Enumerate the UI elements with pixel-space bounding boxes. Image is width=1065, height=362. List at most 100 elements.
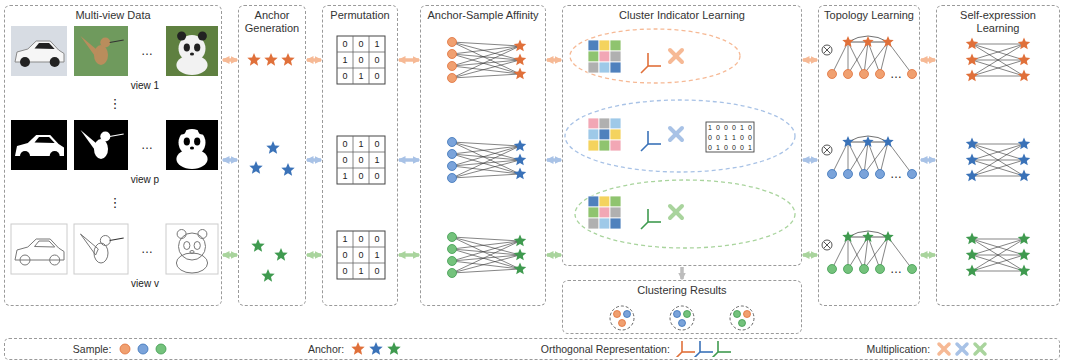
flow-arrow (921, 158, 935, 162)
link-line (369, 36, 370, 84)
sample-dot (844, 170, 853, 179)
decoration-shape (588, 129, 599, 140)
anchor-star (514, 140, 526, 152)
sample-dot (448, 150, 457, 159)
matrix-cell: 1 (374, 251, 379, 260)
permutation-matrix (337, 136, 385, 184)
link-line (972, 160, 1024, 176)
panel-heading: Permutation (323, 6, 397, 22)
decoration-shape (706, 122, 754, 152)
anchor-star (281, 163, 294, 176)
ellipsis-mark: … (141, 243, 153, 255)
decoration-shape (610, 118, 621, 129)
flow-arrow (223, 158, 237, 162)
sample-dot (739, 320, 746, 327)
anchor-star (514, 40, 526, 52)
matrix-cell: 1 (732, 134, 736, 141)
link-line (972, 44, 1024, 76)
anchor-star (266, 141, 279, 154)
sample-dot (120, 344, 130, 354)
legend-text: Anchor: (308, 343, 344, 355)
sample-dot (860, 265, 869, 274)
anchor-star (966, 38, 978, 50)
matrix-cell: 0 (342, 267, 347, 276)
anchor-star (352, 342, 365, 355)
matrix-cell: 0 (748, 124, 752, 131)
sample-dot (860, 170, 869, 179)
ellipsis-mark: ⋮ (109, 97, 122, 110)
link-line (824, 47, 830, 53)
multiplication-cross (670, 206, 682, 218)
decoration-shape (50, 151, 60, 161)
view-image (74, 120, 128, 170)
ellipsis-mark: … (890, 168, 902, 180)
anchor-star (514, 154, 526, 166)
multiplication-cross (957, 344, 967, 354)
link-line (337, 168, 385, 169)
sample-dot (876, 170, 885, 179)
link-line (648, 143, 661, 145)
link-line (972, 44, 1024, 60)
matrix-cell: 0 (342, 251, 347, 260)
anchor-star (966, 249, 978, 261)
sample-dot (876, 70, 885, 79)
matrix-cell: 0 (358, 40, 363, 49)
link-line (452, 42, 520, 46)
cluster-circle (730, 306, 754, 330)
matrix-cell: 1 (342, 235, 347, 244)
link-line (452, 66, 520, 74)
matrix-cell: 1 (358, 267, 363, 276)
decoration-shape (176, 253, 207, 273)
link-line (832, 237, 848, 269)
link-line (337, 263, 385, 264)
flow-arrow (803, 253, 817, 257)
matrix-cell: 1 (708, 124, 712, 131)
link-line (972, 76, 1024, 77)
decoration-shape (822, 145, 832, 155)
matrix-cell: 0 (732, 144, 736, 151)
bird-beak (110, 134, 124, 137)
flow-arrow (803, 158, 817, 162)
link-line (880, 142, 888, 174)
indicator-matrix (588, 196, 621, 229)
flow-arrow (307, 158, 321, 162)
decoration-shape (610, 196, 621, 207)
decoration-shape (194, 138, 200, 146)
anchor-star (1018, 54, 1030, 66)
multiplication-cross (975, 344, 985, 354)
sample-dot (448, 138, 457, 147)
anchor-star (1018, 265, 1030, 277)
decoration-shape (198, 126, 207, 135)
decoration-shape (190, 147, 194, 150)
decoration-shape (198, 230, 207, 239)
link-line (972, 239, 1024, 271)
link-line (452, 255, 520, 273)
link-line (641, 222, 648, 229)
sample-dot (908, 170, 917, 179)
decoration-shape (337, 36, 385, 84)
sample-dot (448, 50, 457, 59)
anchor-star (514, 68, 526, 80)
panel-heading: Topology Learning (819, 6, 919, 22)
link-line (957, 344, 967, 354)
link-line (880, 237, 888, 269)
link-line (699, 341, 701, 352)
sample-dot (156, 344, 166, 354)
matrix-cell: 0 (374, 140, 379, 149)
legend-item: Multiplication: (867, 341, 992, 357)
orthogonal-axes (675, 341, 695, 357)
sample-dot (448, 162, 457, 171)
decoration-shape (588, 140, 599, 151)
link-line (452, 74, 520, 78)
ellipsis-mark: … (141, 139, 153, 151)
link-line (353, 231, 354, 279)
multiplication-node (822, 240, 832, 250)
flow-arrow (803, 58, 817, 62)
sample-dot (448, 245, 457, 254)
multiplication-cross (670, 128, 682, 140)
matrix-cell: 0 (374, 267, 379, 276)
link-line (452, 261, 520, 269)
anchor-star (966, 233, 978, 245)
